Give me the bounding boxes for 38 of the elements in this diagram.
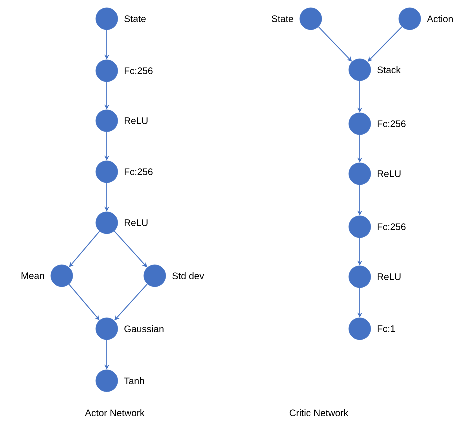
circle-node xyxy=(96,370,118,392)
circle-node xyxy=(96,212,118,234)
circle-node xyxy=(348,112,372,136)
node-label: Action xyxy=(427,16,453,22)
node-label: Fc:256 xyxy=(378,120,406,128)
node-label: Tanh xyxy=(124,378,144,384)
circle-node xyxy=(348,162,372,186)
circle-node xyxy=(96,110,118,132)
arrow xyxy=(68,284,100,320)
node-label: Gaussian xyxy=(124,326,164,332)
circle-node xyxy=(96,8,118,30)
circle-node xyxy=(348,216,372,238)
arrow xyxy=(69,231,100,268)
node-label: Fc:256 xyxy=(378,224,406,230)
circle-node xyxy=(348,58,372,82)
node-label: State xyxy=(272,16,294,22)
circle-node xyxy=(398,8,422,30)
node-label: Fc:256 xyxy=(125,168,153,176)
node-label: Std dev xyxy=(172,272,204,280)
node-label: ReLU xyxy=(125,220,148,226)
circle-node xyxy=(144,264,166,288)
node-label: Mean xyxy=(22,272,44,280)
node-label: Fc:256 xyxy=(125,68,153,74)
node-label: ReLU xyxy=(378,274,401,280)
network-caption: Actor Network xyxy=(85,410,145,416)
node-label: State xyxy=(124,16,146,22)
network-caption: Critic Network xyxy=(290,410,349,416)
circle-node xyxy=(348,318,372,340)
node-label: ReLU xyxy=(125,118,148,124)
circle-node xyxy=(300,8,322,30)
circle-node xyxy=(348,266,372,288)
node-label: ReLU xyxy=(378,170,401,178)
node-label: Fc:1 xyxy=(378,326,396,332)
circle-node xyxy=(96,318,118,340)
circle-node xyxy=(96,160,118,184)
circle-node xyxy=(96,60,118,82)
circle-node xyxy=(50,264,74,288)
node-label: Stack xyxy=(378,66,401,74)
